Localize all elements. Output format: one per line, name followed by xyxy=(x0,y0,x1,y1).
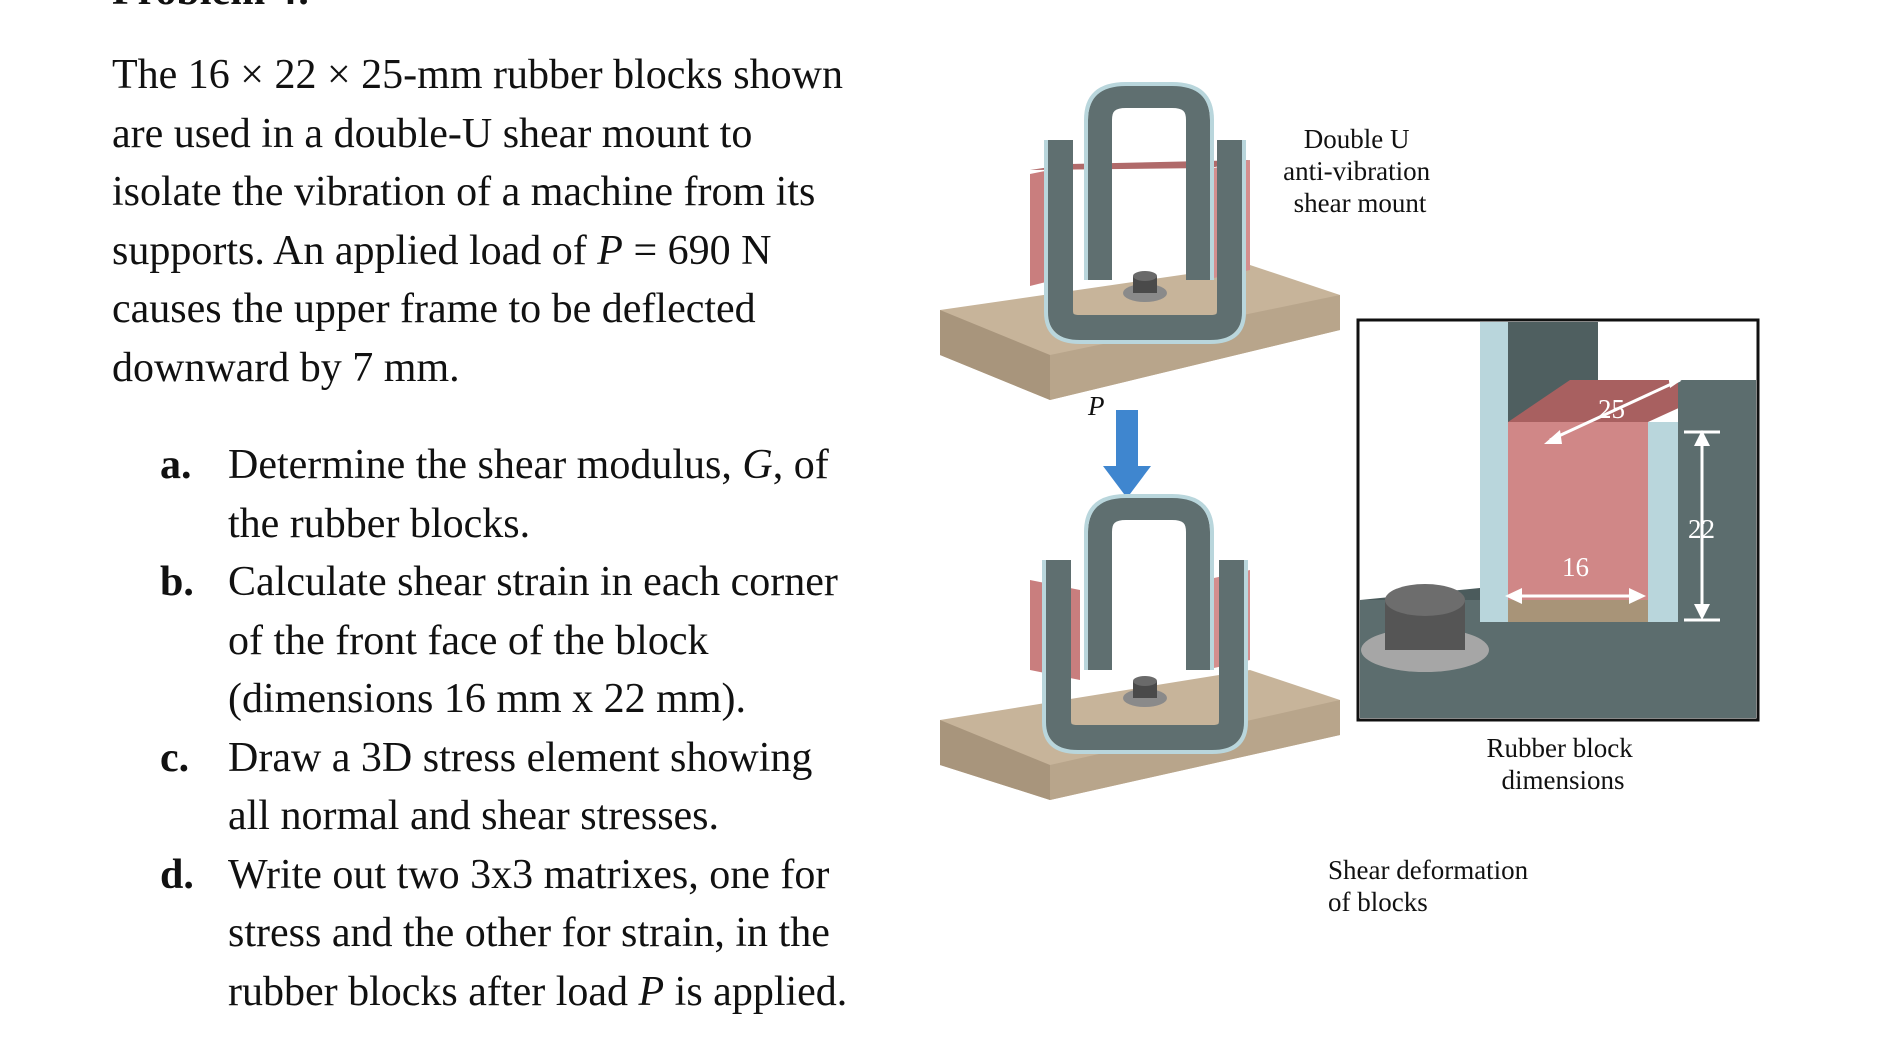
question-line: of the front face of the block xyxy=(228,617,709,664)
mount-label-line: shear mount xyxy=(1294,188,1427,218)
question-line: (dimensions 16 mm x 22 mm). xyxy=(228,676,746,722)
dimensions-label: Rubber block dimensions xyxy=(1487,733,1640,795)
question-letter: c. xyxy=(160,734,190,781)
question-c: c. Draw a 3D stress element showing all … xyxy=(160,729,920,846)
question-line: Determine the shear modulus, G, of xyxy=(228,442,829,488)
shear-mount-figure: P xyxy=(940,80,1820,940)
deformed-mount-drawing xyxy=(940,494,1340,800)
question-list: a. Determine the shear modulus, G, of th… xyxy=(160,436,920,1021)
dimension-16-label: 16 xyxy=(1562,552,1589,582)
question-letter: a. xyxy=(160,442,192,488)
mount-label-line: anti-vibration xyxy=(1283,156,1430,186)
question-line: rubber blocks after load P is applied. xyxy=(228,968,848,1015)
question-line: the rubber blocks. xyxy=(228,500,531,547)
question-letter: d. xyxy=(160,851,194,898)
statement-line: are used in a double-U shear mount to xyxy=(112,110,753,157)
load-label: P xyxy=(1087,391,1105,421)
load-arrow xyxy=(1103,410,1151,498)
mount-label: Double U anti-vibration shear mount xyxy=(1283,124,1437,218)
statement-line: isolate the vibration of a machine from … xyxy=(112,169,816,215)
rubber-block-detail xyxy=(1356,318,1760,722)
dimension-22-label: 22 xyxy=(1688,514,1715,544)
mount-label-line: Double U xyxy=(1304,124,1410,154)
dimensions-label-line: Rubber block xyxy=(1487,733,1634,763)
question-line: Write out two 3x3 matrixes, one for xyxy=(228,851,830,898)
question-letter: b. xyxy=(160,559,194,605)
statement-line: causes the upper frame to be deflected xyxy=(112,286,756,332)
dimensions-label-line: dimensions xyxy=(1501,765,1624,795)
undeformed-mount-drawing xyxy=(940,82,1340,400)
statement-line: downward by 7 mm. xyxy=(112,344,460,391)
problem-heading: Problem 4: xyxy=(112,0,311,12)
question-line: Calculate shear strain in each corner xyxy=(228,559,838,605)
question-line: stress and the other for strain, in the xyxy=(228,910,830,956)
problem-statement: The 16 × 22 × 25-mm rubber blocks shown … xyxy=(112,46,902,397)
question-line: Draw a 3D stress element showing xyxy=(228,734,813,781)
statement-line: The 16 × 22 × 25-mm rubber blocks shown xyxy=(112,52,843,98)
question-b: b. Calculate shear strain in each corner… xyxy=(160,553,920,729)
question-d: d. Write out two 3x3 matrixes, one for s… xyxy=(160,846,920,1022)
statement-line: supports. An applied load of P = 690 N xyxy=(112,227,772,274)
question-line: all normal and shear stresses. xyxy=(228,793,720,839)
dimension-25-label: 25 xyxy=(1598,394,1625,424)
deformation-label: Shear deformation of blocks xyxy=(1328,855,1535,917)
deformation-label-line: Shear deformation xyxy=(1328,855,1529,885)
question-a: a. Determine the shear modulus, G, of th… xyxy=(160,436,920,553)
deformation-label-line: of blocks xyxy=(1328,887,1428,917)
